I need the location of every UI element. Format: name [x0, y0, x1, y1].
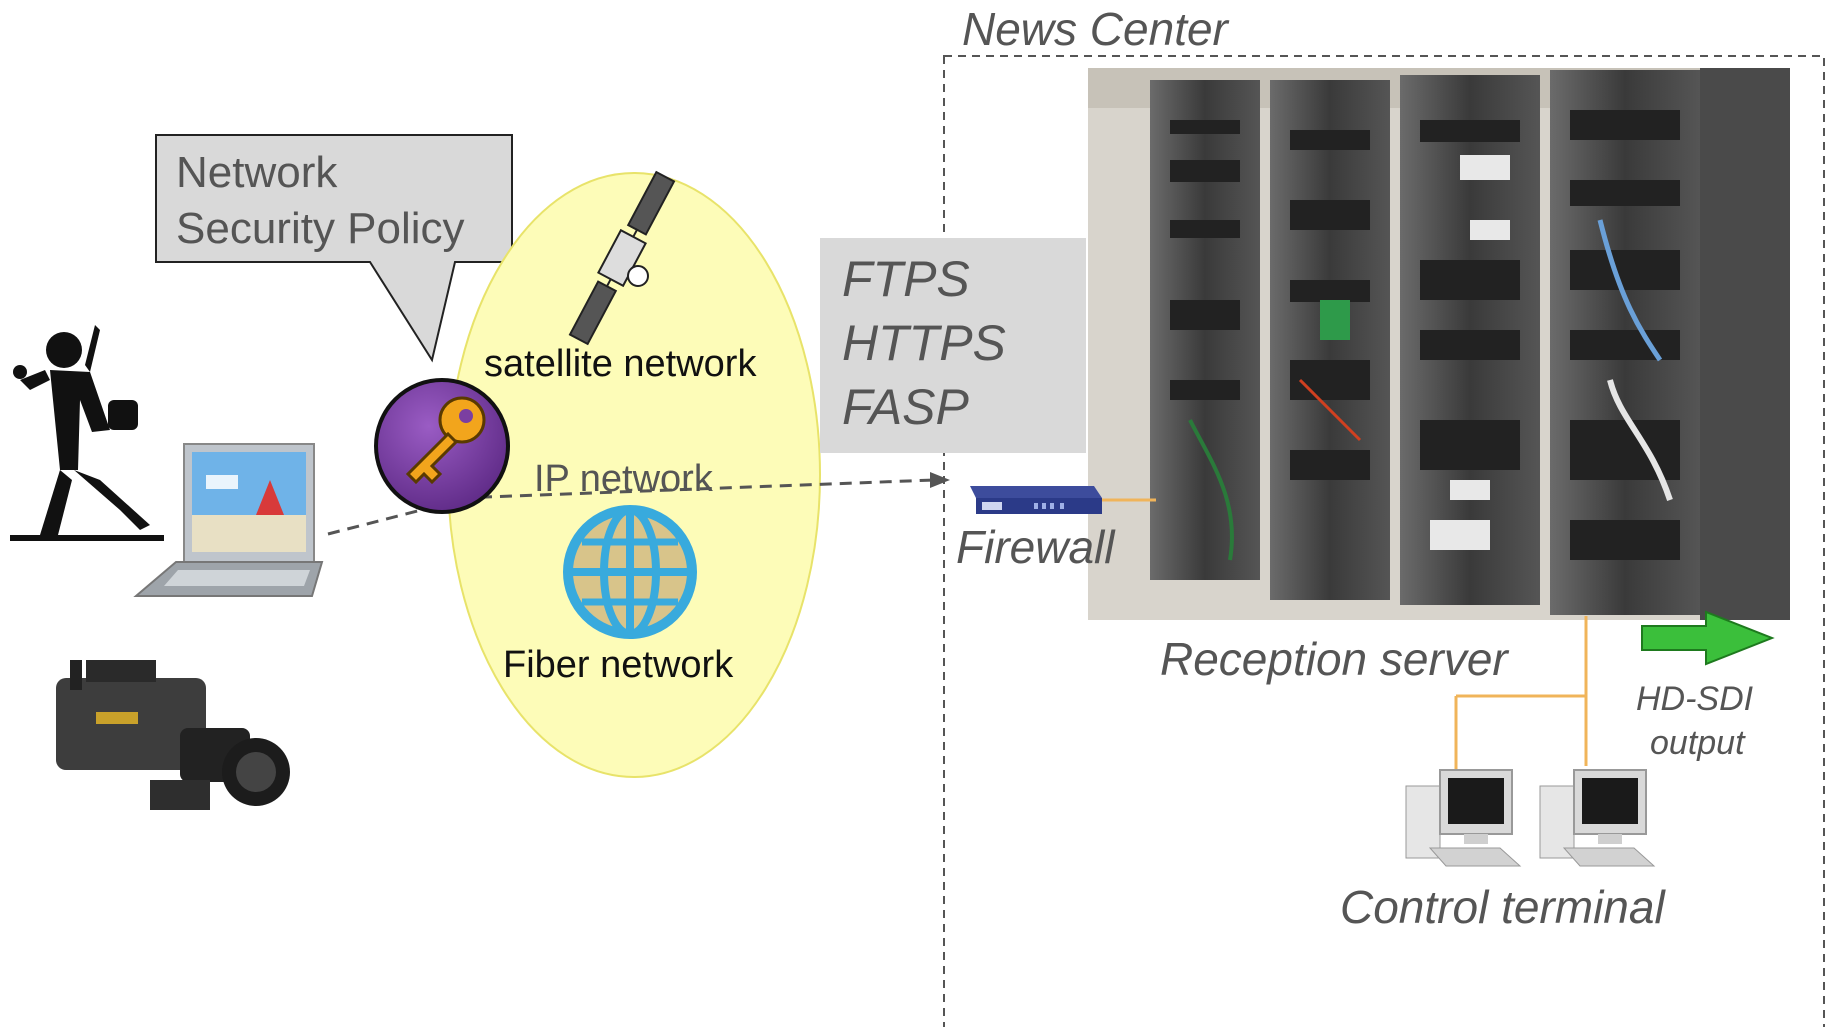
security-policy-callout — [155, 134, 513, 363]
callout-text-line1: Network — [176, 148, 338, 197]
ip-connection-line — [327, 472, 950, 536]
protocol-https: HTTPS — [842, 315, 1006, 371]
computer-terminal-icon — [1405, 769, 1656, 867]
server-rack-icon — [1088, 68, 1790, 620]
video-camera-icon — [56, 660, 290, 810]
output-arrow-icon — [1641, 610, 1775, 666]
reporter-icon — [10, 325, 164, 541]
firewall-device-icon — [970, 486, 1156, 514]
news-center-title: News Center — [962, 3, 1228, 55]
reception-server-label: Reception server — [1160, 633, 1508, 685]
protocol-ftps: FTPS — [842, 251, 970, 307]
fiber-network-label: Fiber network — [503, 644, 734, 686]
hd-sdi-label-line1: HD-SDI — [1636, 680, 1754, 718]
control-terminal-label: Control terminal — [1340, 881, 1665, 933]
hd-sdi-label-line2: output — [1650, 724, 1745, 762]
firewall-label: Firewall — [956, 521, 1115, 573]
protocol-fasp: FASP — [842, 379, 969, 435]
key-icon — [374, 378, 510, 514]
terminal-connectors — [1454, 616, 1588, 770]
satellite-network-label: satellite network — [484, 343, 757, 385]
ip-network-label: IP network — [534, 458, 713, 500]
globe-icon — [563, 505, 697, 639]
protocol-box — [820, 238, 1086, 453]
news-center-frame — [943, 55, 1825, 1027]
satellite-icon — [568, 170, 676, 346]
laptop-icon — [133, 443, 324, 597]
callout-text-line2: Security Policy — [176, 204, 465, 253]
